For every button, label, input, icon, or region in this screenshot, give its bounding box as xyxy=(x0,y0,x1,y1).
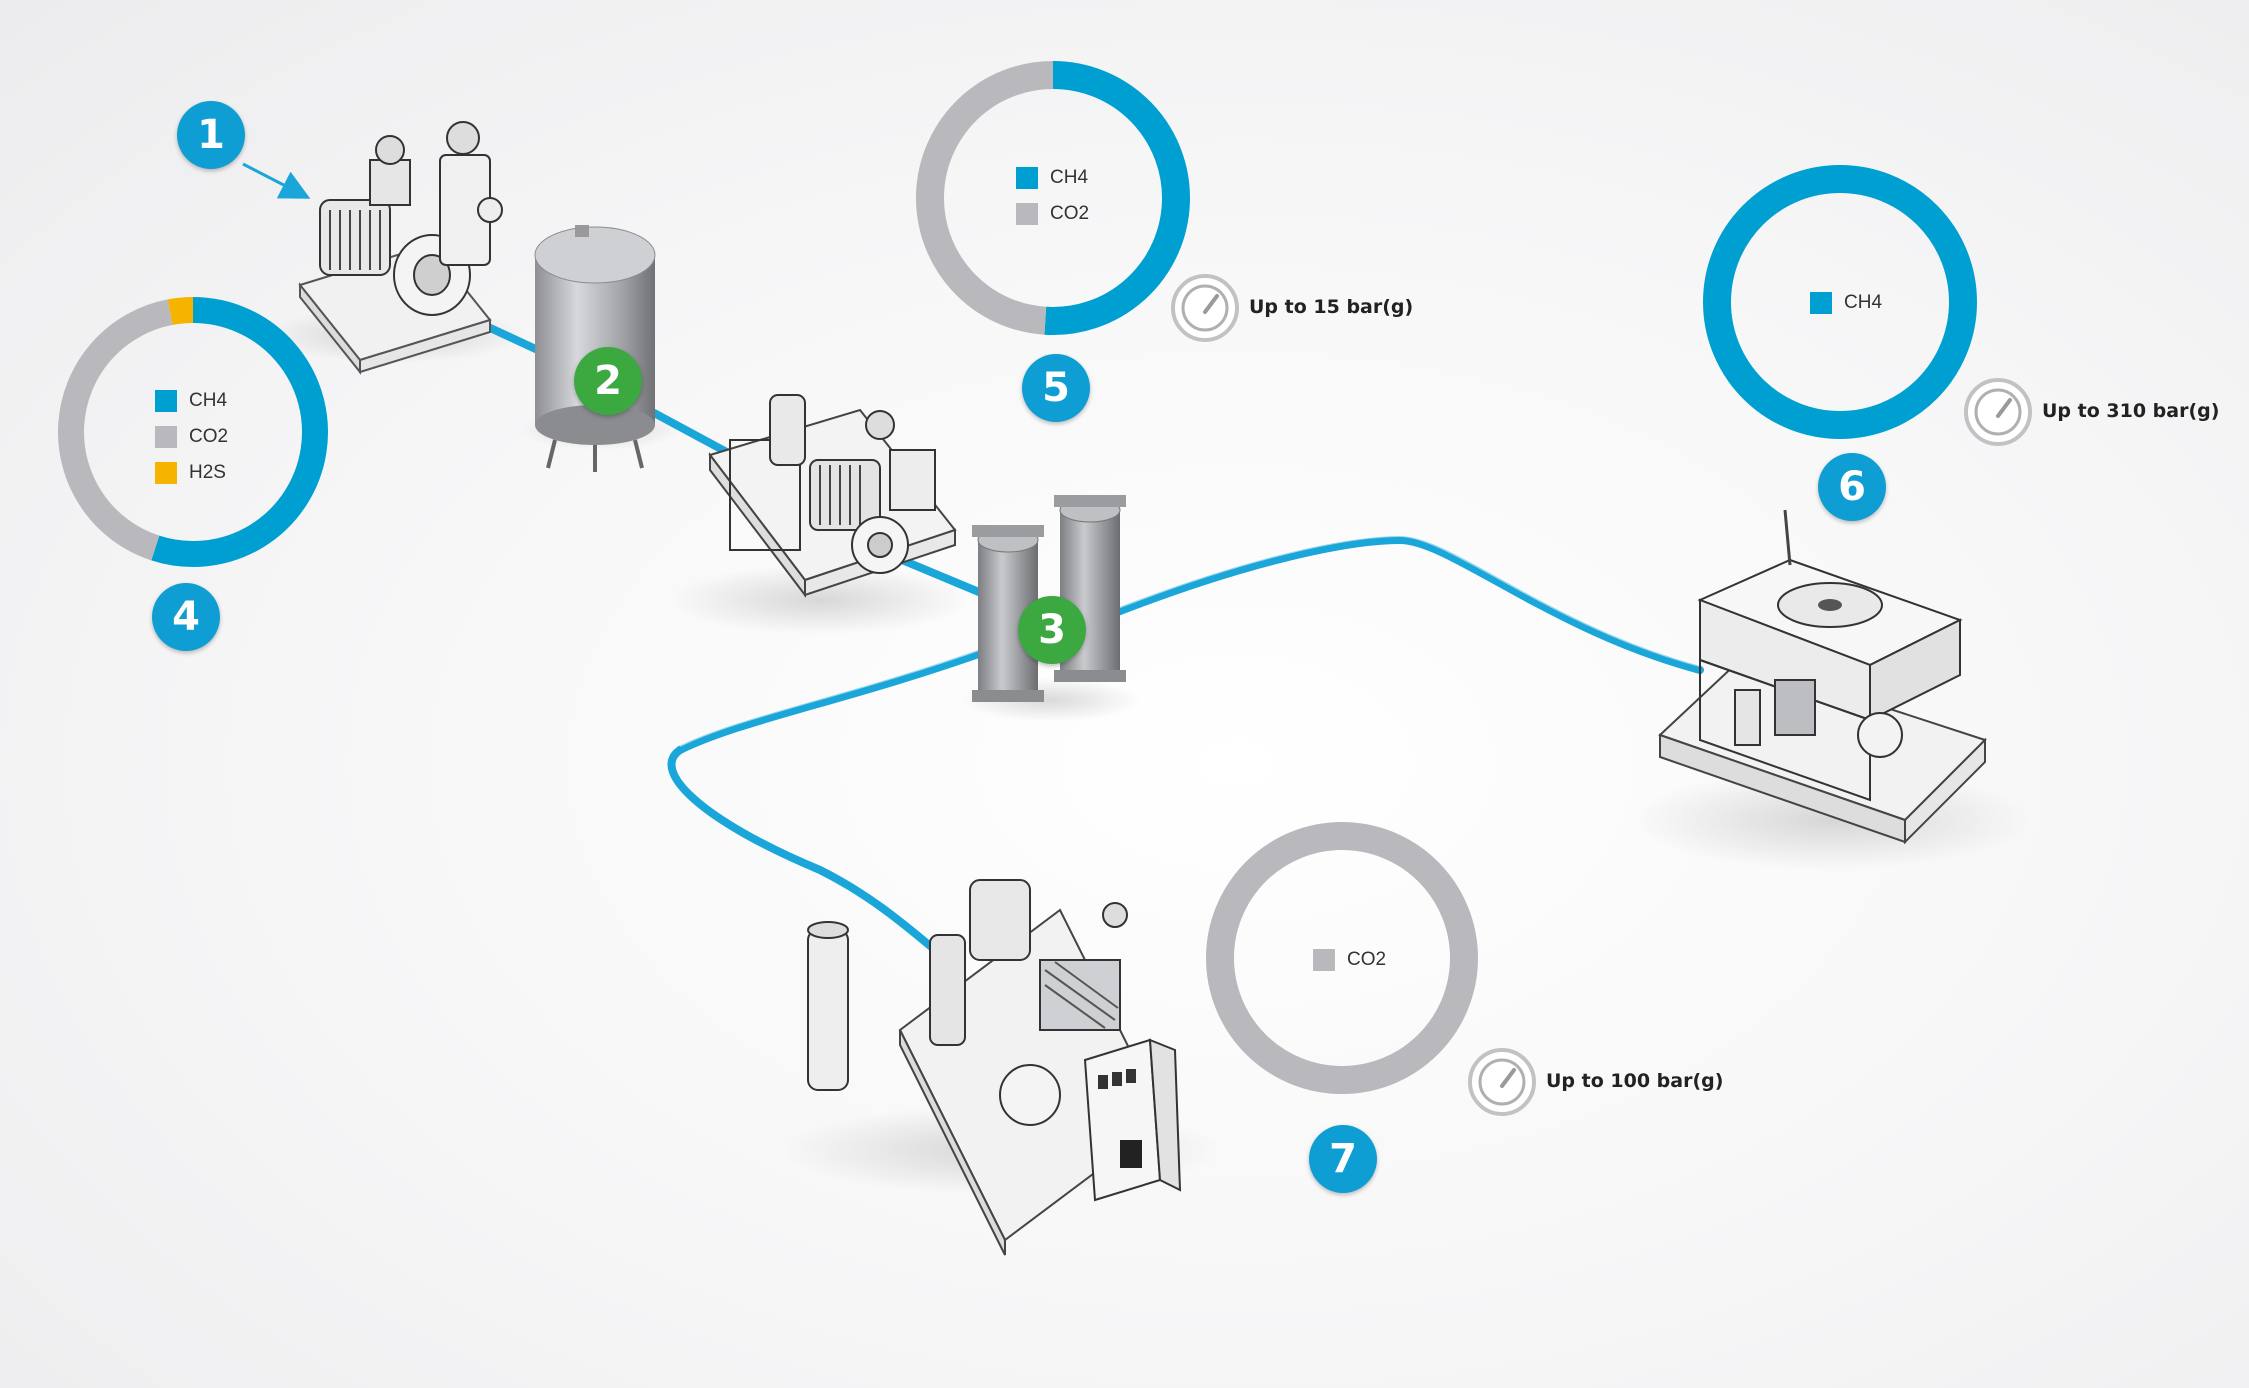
legend-4: CH4 CO2 H2S xyxy=(155,383,228,491)
legend-item-co2: CO2 xyxy=(1016,196,1089,232)
ch4-swatch xyxy=(1016,167,1038,189)
inlet-arrow xyxy=(242,162,311,199)
composition-donut-7 xyxy=(1206,822,1478,1094)
step-badge-7: 7 xyxy=(1309,1125,1377,1193)
donut-segment-co2 xyxy=(1206,822,1478,1094)
legend-5: CH4 CO2 xyxy=(1016,160,1089,232)
legend-item-ch4: CH4 xyxy=(1810,285,1882,321)
pressure-label-5: Up to 15 bar(g) xyxy=(1249,296,1414,318)
legend-6: CH4 xyxy=(1810,285,1882,321)
donut-segment-co2 xyxy=(58,299,173,561)
gauge-icon xyxy=(1964,378,2032,446)
step-badge-1: 1 xyxy=(177,101,245,169)
step-badge-4: 4 xyxy=(152,583,220,651)
donut-segment-h2s xyxy=(167,297,194,325)
step-badge-6: 6 xyxy=(1818,453,1886,521)
h2s-swatch xyxy=(155,462,177,484)
legend-7: CO2 xyxy=(1313,942,1386,978)
ch4-swatch xyxy=(155,390,177,412)
co2-swatch xyxy=(1016,203,1038,225)
shadow xyxy=(670,565,970,635)
co2-swatch xyxy=(155,426,177,448)
composition-donut-5 xyxy=(916,61,1190,335)
step-badge-3: 3 xyxy=(1018,596,1086,664)
donut-segment-co2 xyxy=(916,61,1054,335)
pipe-highlight xyxy=(679,534,1701,747)
step-badge-5: 5 xyxy=(1022,354,1090,422)
high-pressure-compressor-icon xyxy=(1658,509,1987,845)
co2-compressor-icon xyxy=(807,879,1182,1256)
pipe-to-high-pressure xyxy=(1106,535,1704,674)
compressor-unit-icon xyxy=(298,121,503,375)
legend-item-co2: CO2 xyxy=(1313,942,1386,978)
gauge-icon xyxy=(1171,274,1239,342)
legend-item-co2: CO2 xyxy=(155,419,228,455)
pressure-label-7: Up to 100 bar(g) xyxy=(1546,1070,1724,1092)
legend-item-ch4: CH4 xyxy=(1016,160,1089,196)
composition-donut-6 xyxy=(1703,165,1977,439)
legend-item-ch4: CH4 xyxy=(155,383,228,419)
ch4-swatch xyxy=(1810,292,1832,314)
legend-item-h2s: H2S xyxy=(155,455,228,491)
donut-segment-ch4 xyxy=(1044,61,1190,335)
step-badge-2: 2 xyxy=(574,347,642,415)
membrane-unit-icon xyxy=(708,394,957,598)
pressure-label-6: Up to 310 bar(g) xyxy=(2042,400,2220,422)
gauge-icon xyxy=(1468,1048,1536,1116)
composition-donut-4 xyxy=(58,297,328,567)
pipe-to-co2-compressor xyxy=(667,646,994,954)
donut-segment-ch4 xyxy=(1703,165,1977,439)
co2-swatch xyxy=(1313,949,1335,971)
donut-segment-ch4 xyxy=(151,297,328,567)
